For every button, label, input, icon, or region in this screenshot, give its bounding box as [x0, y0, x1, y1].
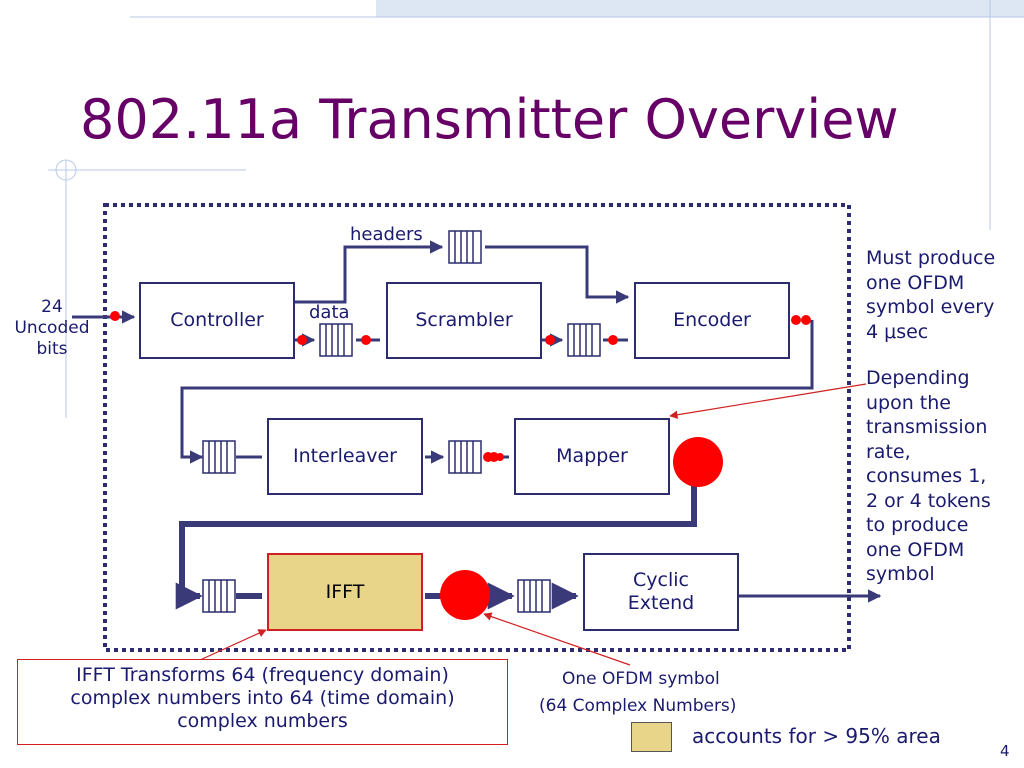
interleaver-label: Interleaver — [293, 445, 397, 467]
mapper-note-line: Depending — [866, 367, 970, 389]
complex-numbers-caption: (64 Complex Numbers) — [539, 696, 737, 716]
encoder-label: Encoder — [673, 309, 751, 331]
top-hatch-bar — [376, 0, 1024, 17]
mapper-note-line: consumes 1, — [866, 465, 987, 487]
interleaver-queue — [202, 440, 236, 474]
rate-note: Must produce one OFDM symbol every 4 μse… — [866, 246, 995, 344]
rate-note-line: one OFDM — [866, 271, 965, 294]
symbol-callout-arrow — [483, 612, 631, 666]
token — [801, 315, 811, 325]
ifft-callout-arrow — [199, 629, 267, 661]
data-label: data — [309, 302, 350, 323]
ofdm-symbol-token — [673, 437, 723, 487]
headers-wire-out — [485, 245, 630, 304]
mapper-note-line: rate, — [866, 440, 911, 463]
mapper-loop-wire — [175, 480, 697, 610]
mapper-block: Mapper — [514, 418, 670, 495]
mapper-note-line: transmission — [866, 416, 988, 438]
token — [361, 335, 371, 345]
ofdm-symbol-token — [440, 570, 490, 620]
mapper-note-line: upon the — [866, 391, 951, 414]
token — [608, 335, 618, 345]
scrambler-block: Scrambler — [386, 282, 542, 359]
scrambler-queue — [567, 323, 601, 357]
cyclic-extend-block: Cyclic Extend — [583, 553, 739, 631]
ofdm-symbol-caption: One OFDM symbol — [562, 669, 720, 689]
data-queue — [319, 323, 353, 357]
token — [791, 315, 801, 325]
ifft-callout-line: IFFT Transforms 64 (frequency domain) — [76, 664, 449, 686]
mapper-queue — [448, 440, 482, 474]
ifft-queue — [202, 579, 236, 613]
token — [483, 452, 493, 462]
mapper-note-line: one OFDM — [866, 538, 965, 561]
token — [110, 311, 120, 321]
mapper-note: Depending upon the transmission rate, co… — [866, 366, 991, 587]
scrambler-label: Scrambler — [415, 309, 513, 331]
cyclic-queue — [517, 579, 551, 613]
ifft-callout-line: complex numbers into 64 (time domain) — [70, 687, 455, 709]
legend-swatch — [631, 722, 672, 752]
token — [545, 335, 555, 345]
legend-text: accounts for > 95% area — [692, 724, 941, 748]
mapper-note-line: to produce — [866, 514, 969, 536]
ifft-callout-line: complex numbers — [177, 710, 348, 732]
cyclic-extend-label-line2: Extend — [627, 592, 695, 614]
crosshair-ring — [55, 159, 77, 181]
mapper-label: Mapper — [556, 445, 628, 467]
ifft-label: IFFT — [325, 580, 365, 603]
rate-note-line: symbol every — [866, 296, 995, 318]
ifft-block: IFFT — [267, 553, 423, 631]
controller-block: Controller — [139, 282, 295, 359]
slide-title: 802.11a Transmitter Overview — [80, 88, 899, 151]
token — [297, 335, 307, 345]
cyclic-extend-label-line1: Cyclic — [633, 569, 689, 591]
rate-note-line: 4 μsec — [866, 320, 929, 343]
ifft-callout: IFFT Transforms 64 (frequency domain) co… — [17, 659, 508, 745]
input-label-line2: Uncoded — [14, 318, 90, 338]
headers-wire — [295, 240, 444, 304]
page-number: 4 — [1000, 742, 1010, 760]
interleaver-block: Interleaver — [267, 418, 423, 495]
encoder-block: Encoder — [634, 282, 790, 359]
controller-label: Controller — [170, 309, 264, 331]
mapper-note-line: 2 or 4 tokens — [866, 489, 991, 512]
rate-note-line: Must produce — [866, 247, 996, 269]
headers-queue — [448, 230, 482, 264]
pipeline-boundary — [103, 203, 851, 652]
mapper-note-line: symbol — [866, 563, 935, 585]
input-label-line1: 24 — [41, 297, 63, 317]
input-label: 24 Uncoded bits — [0, 297, 104, 360]
token — [496, 453, 504, 461]
headers-label: headers — [350, 224, 423, 245]
input-label-line3: bits — [36, 339, 68, 359]
mapper-callout-arrow — [669, 383, 867, 419]
encoder-loop-wire — [180, 320, 814, 464]
